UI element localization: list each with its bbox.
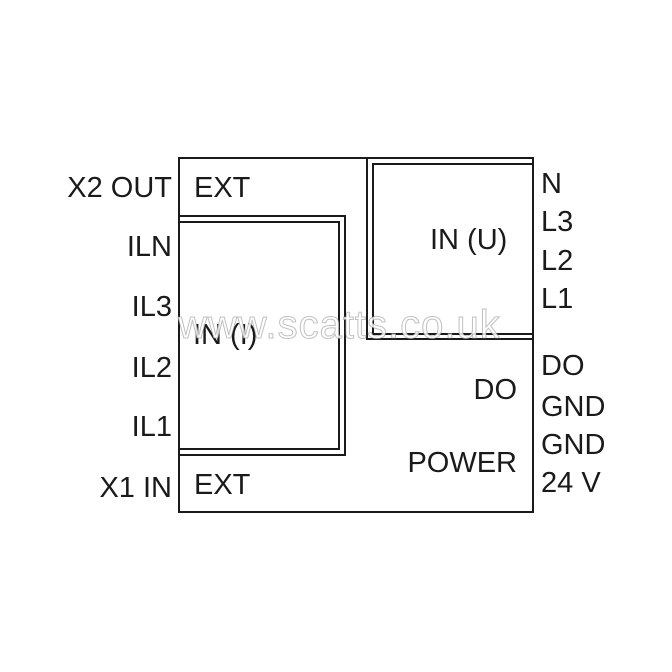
pin-label-n: N	[541, 168, 562, 200]
pin-label-gnd-2: GND	[541, 429, 606, 461]
block-label-power: POWER	[407, 447, 517, 479]
block-label-in-i: IN (I)	[193, 319, 258, 351]
block-label-do: DO	[473, 374, 518, 406]
pin-label-l1: L1	[541, 283, 574, 315]
in-i-block-inner	[178, 221, 340, 450]
pin-label-il1: IL1	[131, 411, 172, 443]
block-label-in-u: IN (U)	[430, 224, 508, 256]
pin-label-iln: ILN	[126, 231, 172, 263]
pin-label-l2: L2	[541, 245, 574, 277]
pin-label-gnd-1: GND	[541, 391, 606, 423]
pin-label-24v: 24 V	[541, 467, 601, 499]
block-label-ext-top: EXT	[194, 172, 251, 204]
pin-label-l3: L3	[541, 206, 574, 238]
pin-label-do: DO	[541, 350, 585, 382]
block-label-ext-bottom: EXT	[194, 469, 251, 501]
pin-label-il3: IL3	[131, 291, 172, 323]
pin-label-il2: IL2	[131, 352, 172, 384]
watermark: www.scatts.co.uk	[178, 303, 501, 348]
in-u-block-inner	[372, 163, 534, 335]
pin-label-x1-in: X1 IN	[99, 472, 172, 504]
pin-label-x2-out: X2 OUT	[67, 172, 172, 204]
